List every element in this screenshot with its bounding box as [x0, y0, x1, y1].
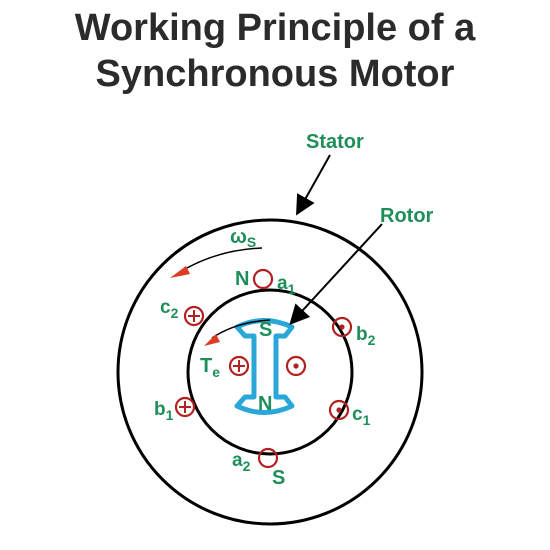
stator-field-rotation-arrow: [179, 247, 263, 273]
dot-mark-b2: [339, 324, 345, 330]
coil-a2-label: a2: [232, 450, 251, 474]
title-line-1: Working Principle of a: [74, 7, 476, 49]
rotor-label: Rotor: [380, 205, 434, 227]
stator-south-label: S: [272, 467, 285, 489]
coil-a1: [252, 268, 274, 290]
coil-c2: [183, 305, 205, 327]
coil-b2: [331, 316, 353, 338]
coil-b2-label: b2: [356, 324, 376, 348]
stator-label: Stator: [306, 131, 364, 153]
omega-label: ωS: [230, 226, 256, 250]
coil-b1-label: b1: [154, 399, 174, 423]
plus-mark-b1: [179, 401, 191, 413]
dot-mark-c1: [336, 407, 342, 413]
coil-c2-label: c2: [160, 297, 179, 321]
rotor-north-label: N: [258, 393, 272, 415]
rotor-rotation-arrowhead: [204, 334, 220, 346]
coil-rotor-left: [228, 355, 250, 377]
coil-a2: [257, 447, 279, 469]
coil-a1-label: a1: [277, 273, 296, 297]
coil-c1: [328, 399, 350, 421]
dot-mark-rotor-right: [293, 363, 299, 369]
stator-pointer: [296, 154, 331, 216]
rotor-south-label: S: [259, 319, 272, 341]
torque-label: Te: [200, 355, 220, 380]
coil-c1-label: c1: [352, 404, 371, 428]
stator-rotation-arrowhead: [170, 266, 190, 278]
rotor-circle: [186, 288, 354, 456]
rotor-pointer: [289, 223, 383, 325]
coil-b1: [174, 396, 196, 418]
plus-mark-rotor-left: [233, 360, 245, 372]
coil-rotor-right: [285, 355, 307, 377]
title-line-2: Synchronous Motor: [95, 53, 455, 95]
stator-north-label: N: [235, 268, 249, 290]
plus-mark-c2: [188, 310, 200, 322]
stator-circle: [116, 218, 424, 526]
